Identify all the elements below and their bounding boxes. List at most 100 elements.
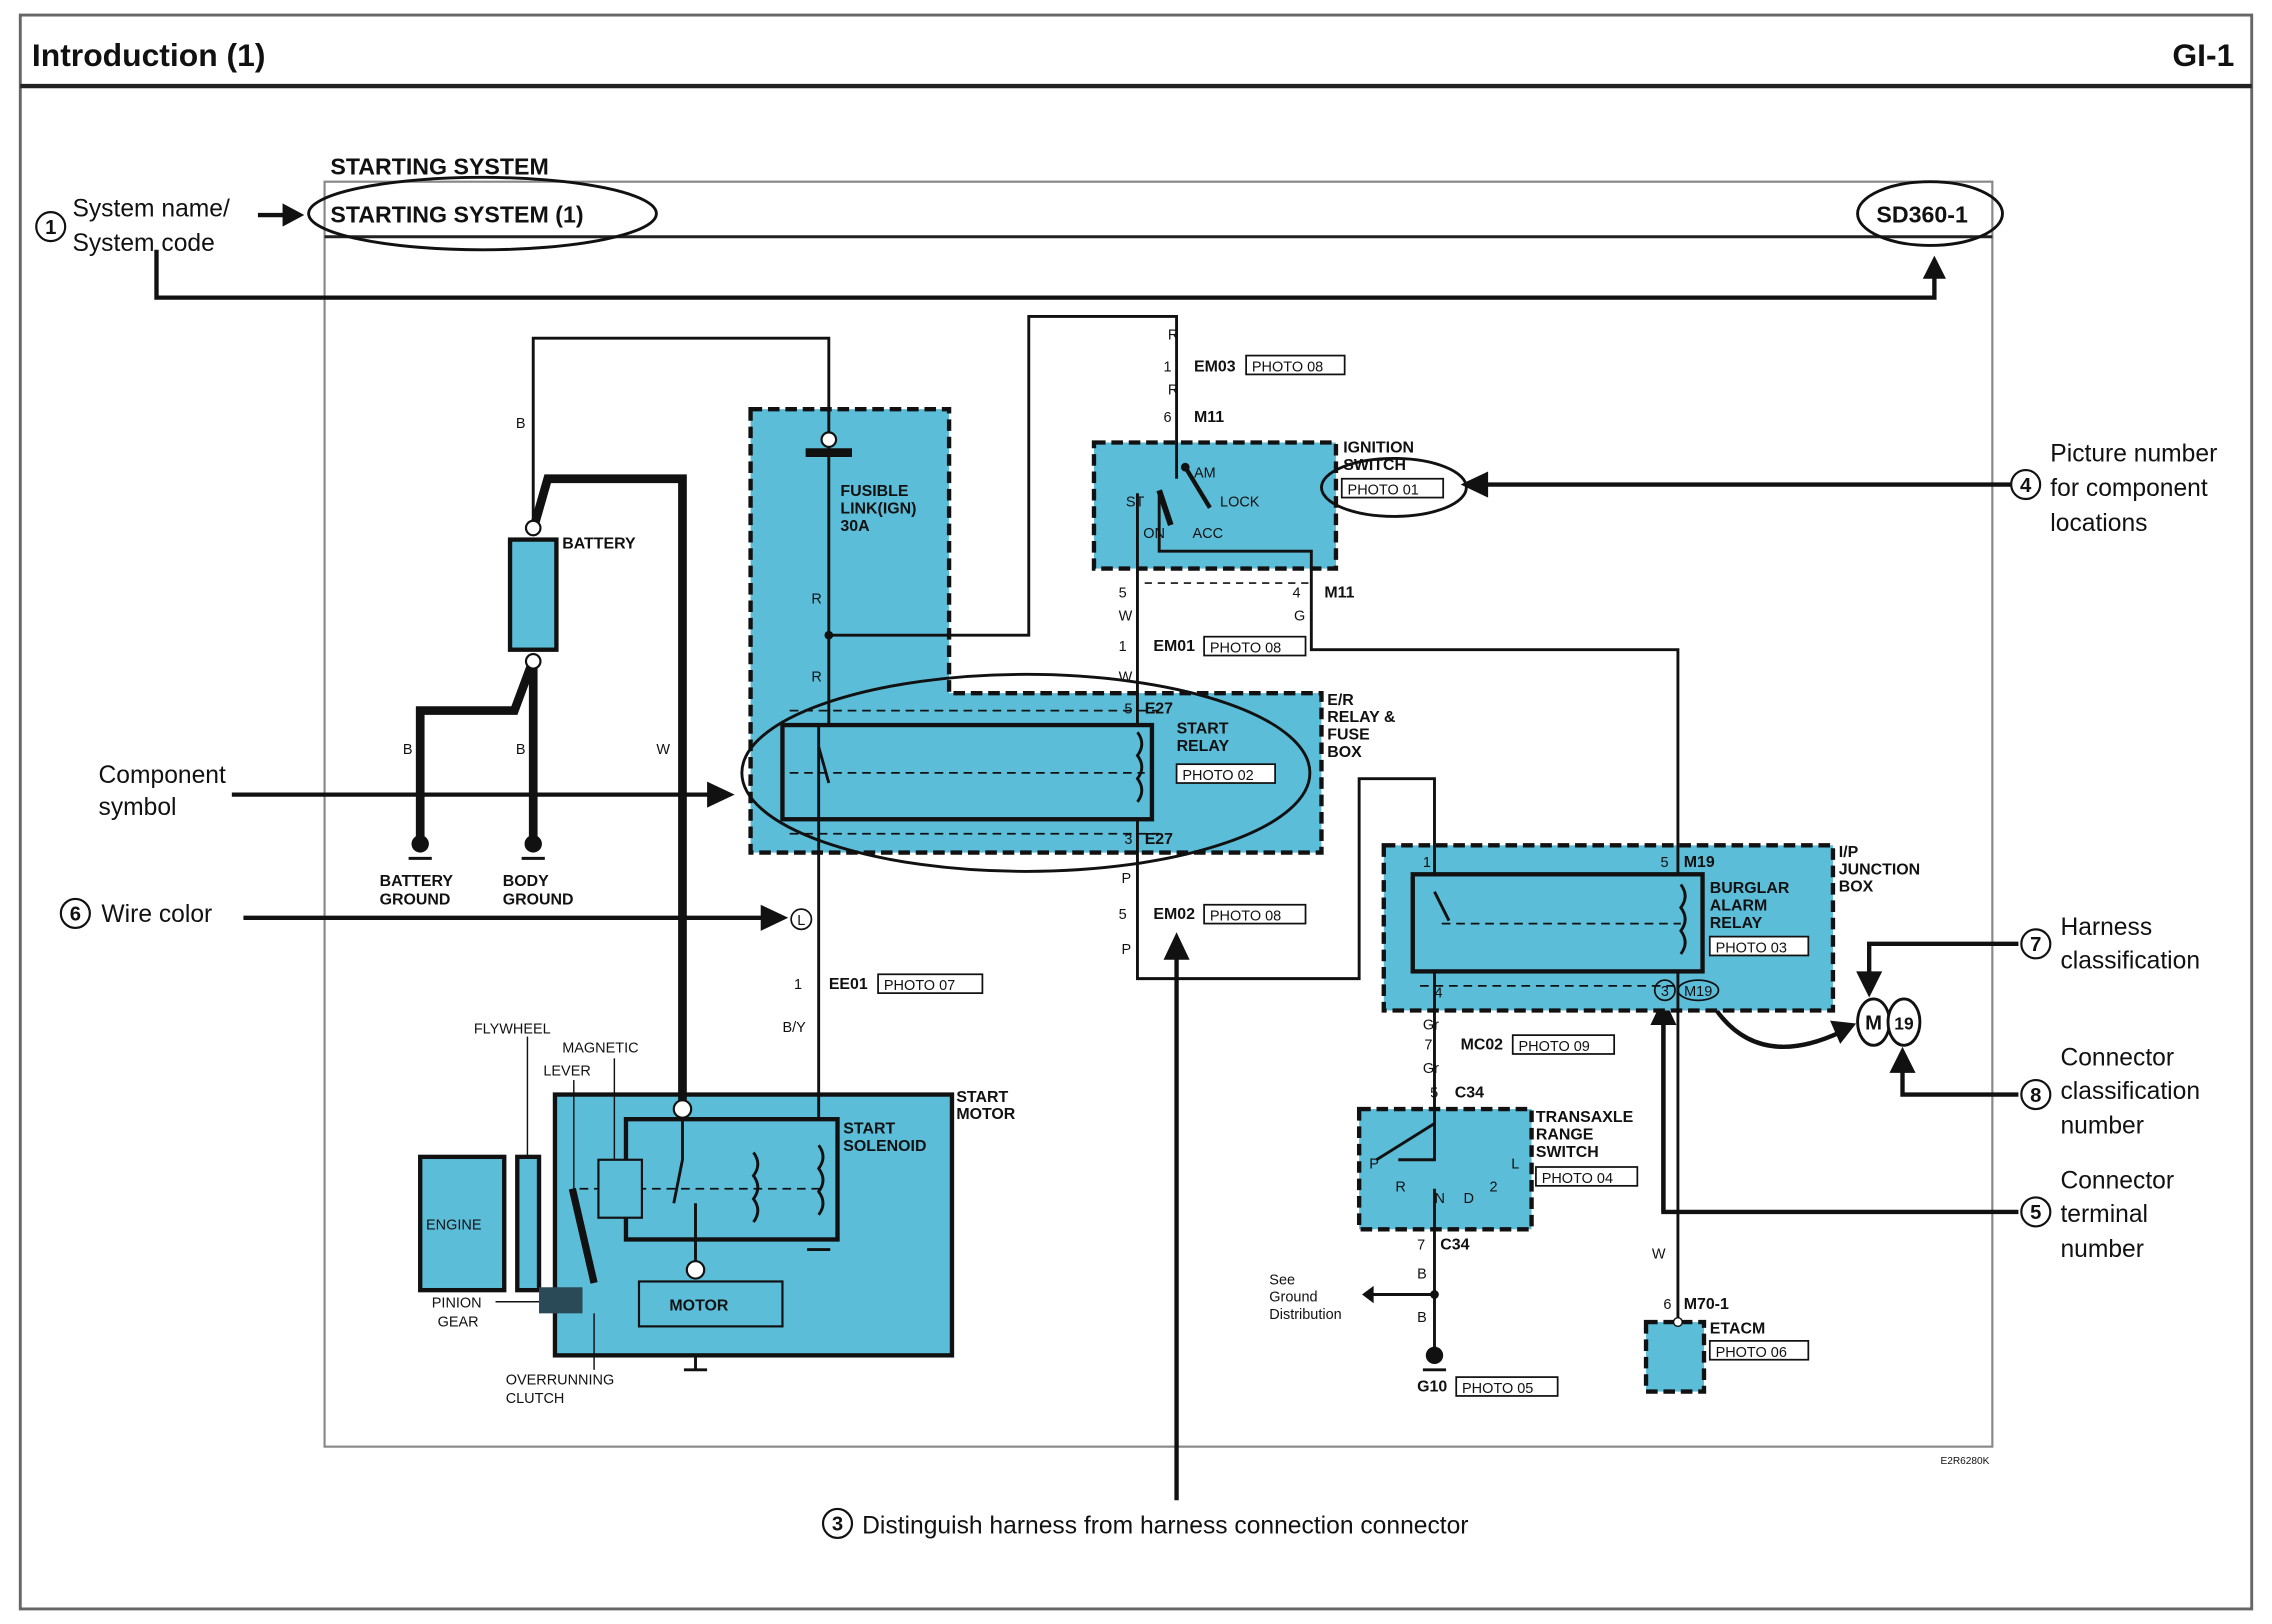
svg-text:6: 6 (1164, 410, 1172, 426)
svg-text:B: B (516, 416, 526, 432)
svg-text:Connector: Connector (2060, 1168, 2174, 1195)
svg-text:ETACM: ETACM (1710, 1321, 1765, 1338)
callout-system-name: 1 System name/ System code (35, 195, 1946, 300)
svg-text:MOTOR: MOTOR (669, 1297, 728, 1314)
etacm-box (1643, 1319, 1707, 1394)
svg-text:Picture number: Picture number (2050, 440, 2217, 467)
svg-text:BURGLAR: BURGLAR (1710, 880, 1790, 897)
burglar-alarm-relay-symbol (1410, 872, 1705, 974)
svg-text:SWITCH: SWITCH (1536, 1144, 1599, 1161)
arrow-icon (1460, 471, 1489, 498)
battery-label: BATTERY (562, 535, 636, 552)
motor-symbol (637, 1280, 784, 1328)
wire-color-labels: B B B W R R R R W W G P P B/Y Gr Gr B B … (403, 328, 1666, 1326)
svg-text:PHOTO 03: PHOTO 03 (1716, 941, 1787, 957)
svg-text:1: 1 (45, 217, 56, 239)
svg-text:5: 5 (1119, 586, 1127, 602)
svg-text:Connector: Connector (2060, 1045, 2174, 1072)
svg-text:BOX: BOX (1839, 879, 1874, 896)
figure-code: E2R6280K (1940, 1456, 1989, 1467)
svg-text:P: P (1122, 942, 1132, 958)
svg-text:2: 2 (1490, 1180, 1498, 1196)
svg-text:3: 3 (1661, 984, 1669, 1000)
svg-text:START: START (956, 1089, 1008, 1106)
svg-text:GROUND: GROUND (380, 892, 451, 909)
svg-text:6: 6 (70, 904, 81, 926)
svg-text:30A: 30A (840, 518, 870, 535)
svg-text:number: number (2060, 1113, 2144, 1140)
page-code: GI-1 (2172, 37, 2234, 73)
svg-text:5: 5 (1119, 907, 1127, 923)
svg-text:P: P (1369, 1156, 1379, 1172)
svg-text:classification: classification (2060, 947, 2200, 974)
arrow-icon (1922, 255, 1946, 279)
svg-text:RELAY: RELAY (1177, 738, 1230, 755)
svg-text:B/Y: B/Y (782, 1020, 806, 1036)
arrow-icon (282, 203, 305, 227)
svg-text:M: M (1865, 1012, 1882, 1034)
svg-text:JUNCTION: JUNCTION (1839, 861, 1920, 878)
svg-text:ST: ST (1126, 494, 1145, 510)
svg-text:1: 1 (1119, 639, 1127, 655)
svg-text:R: R (811, 670, 821, 686)
svg-text:GROUND: GROUND (503, 892, 574, 909)
svg-text:OVERRUNNING: OVERRUNNING (506, 1372, 615, 1388)
svg-text:4: 4 (2020, 475, 2032, 497)
svg-text:RANGE: RANGE (1536, 1126, 1594, 1143)
svg-text:7: 7 (2030, 934, 2041, 956)
svg-text:C34: C34 (1440, 1237, 1469, 1254)
arrow-icon (1830, 1020, 1857, 1044)
callout-connector-classification: 8 Connector classification number (1889, 1045, 2200, 1140)
svg-text:MC02: MC02 (1461, 1037, 1504, 1054)
svg-text:W: W (1119, 670, 1133, 686)
svg-text:for component: for component (2050, 475, 2208, 502)
svg-text:E27: E27 (1145, 700, 1173, 717)
svg-text:LEVER: LEVER (543, 1064, 590, 1080)
callout-picture-number: 4 Picture number for component locations (1460, 440, 2217, 537)
svg-text:B: B (1417, 1310, 1427, 1326)
svg-text:E/R: E/R (1327, 692, 1354, 709)
diagram-frame (323, 180, 1994, 1448)
system-name: STARTING SYSTEM (1) (330, 201, 583, 227)
svg-text:E27: E27 (1145, 831, 1173, 848)
system-name-highlight (307, 175, 658, 252)
svg-text:B: B (1417, 1267, 1427, 1283)
svg-text:B: B (403, 742, 413, 758)
svg-text:PHOTO 08: PHOTO 08 (1252, 360, 1323, 376)
photo-number-highlight (1320, 457, 1468, 518)
svg-text:classification: classification (2060, 1078, 2200, 1105)
svg-text:M70-1: M70-1 (1684, 1296, 1729, 1313)
svg-text:W: W (1119, 609, 1133, 625)
svg-text:5: 5 (1661, 855, 1669, 871)
svg-text:B: B (516, 742, 526, 758)
svg-text:G10: G10 (1417, 1379, 1447, 1396)
arrow-icon (1889, 1046, 1916, 1073)
svg-text:PHOTO 07: PHOTO 07 (884, 978, 955, 994)
transaxle-switch-box (1356, 1106, 1534, 1232)
svg-text:PINION: PINION (432, 1296, 482, 1312)
svg-text:M11: M11 (1194, 409, 1224, 426)
svg-text:M19: M19 (1684, 854, 1715, 871)
svg-text:Gr: Gr (1423, 1017, 1439, 1033)
arrow-icon (1856, 971, 1883, 998)
svg-text:ALARM: ALARM (1710, 898, 1767, 915)
svg-text:4: 4 (1434, 985, 1442, 1001)
connector-m19-example: M 19 (1707, 997, 1922, 1049)
svg-text:W: W (1652, 1246, 1666, 1262)
svg-text:EE01: EE01 (829, 976, 868, 993)
svg-text:EM02: EM02 (1153, 906, 1195, 923)
component-symbol-highlight (740, 672, 1312, 873)
svg-text:5: 5 (1430, 1085, 1438, 1101)
svg-text:PHOTO 08: PHOTO 08 (1210, 641, 1281, 657)
svg-text:symbol: symbol (99, 794, 177, 821)
svg-text:1: 1 (794, 977, 802, 993)
svg-text:5: 5 (2030, 1202, 2041, 1224)
svg-text:PHOTO 02: PHOTO 02 (1182, 768, 1253, 784)
svg-text:7: 7 (1424, 1038, 1432, 1054)
svg-text:IGNITION: IGNITION (1343, 440, 1414, 457)
svg-text:R: R (1395, 1180, 1405, 1196)
arrow-icon (1163, 932, 1190, 960)
svg-text:3: 3 (832, 1514, 843, 1536)
engine-box (418, 1154, 507, 1293)
